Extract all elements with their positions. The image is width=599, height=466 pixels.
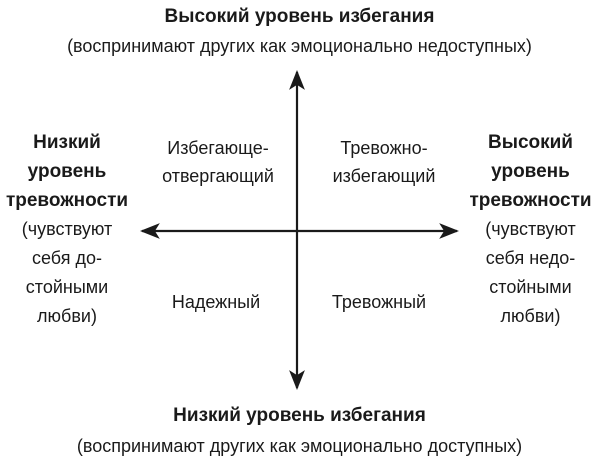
quadrant-label-line: избегающий (332, 166, 436, 186)
quadrant-label-line: Надежный (171, 292, 261, 312)
left-title-line: Низкий (33, 132, 101, 153)
right-note-line: себя недо- (485, 248, 576, 268)
quadrant-label-line: Тревожно- (340, 138, 428, 158)
right-note-line: стойными (489, 277, 572, 297)
left-note-line: любви) (37, 306, 97, 326)
left-note-line: (чувствуют (21, 219, 113, 239)
quadrant-bottom-left: Надежный (148, 288, 284, 316)
quadrant-top-left: Избегающе- отвергающий (148, 134, 288, 190)
quadrant-top-right: Тревожно- избегающий (312, 134, 456, 190)
bottom-subtitle: (воспринимают других как эмоционально до… (76, 436, 523, 456)
left-note-line: себя до- (32, 248, 102, 268)
quadrant-label-line: Тревожный (331, 292, 427, 312)
bottom-title: Низкий уровень избегания (173, 405, 426, 426)
right-title-line: уровень (491, 161, 570, 182)
left-title-line: тревожности (5, 190, 129, 211)
left-side-label: Низкий уровень тревожности (чувствуют се… (0, 128, 134, 331)
right-side-label: Высокий уровень тревожности (чувствуют с… (462, 128, 599, 331)
quadrant-label-line: отвергающий (162, 166, 274, 186)
right-title-line: Высокий (488, 132, 573, 153)
quadrant-label-line: Избегающе- (167, 138, 269, 158)
right-title-line: тревожности (469, 190, 592, 211)
left-title-line: уровень (27, 161, 107, 182)
top-title: Высокий уровень избегания (164, 6, 435, 27)
quadrant-bottom-right: Тревожный (308, 288, 450, 316)
right-note-line: (чувствуют (485, 219, 576, 239)
right-note-line: любви) (500, 306, 561, 326)
left-note-line: стойными (25, 277, 109, 297)
top-subtitle: (воспринимают других как эмоционально не… (67, 36, 532, 56)
